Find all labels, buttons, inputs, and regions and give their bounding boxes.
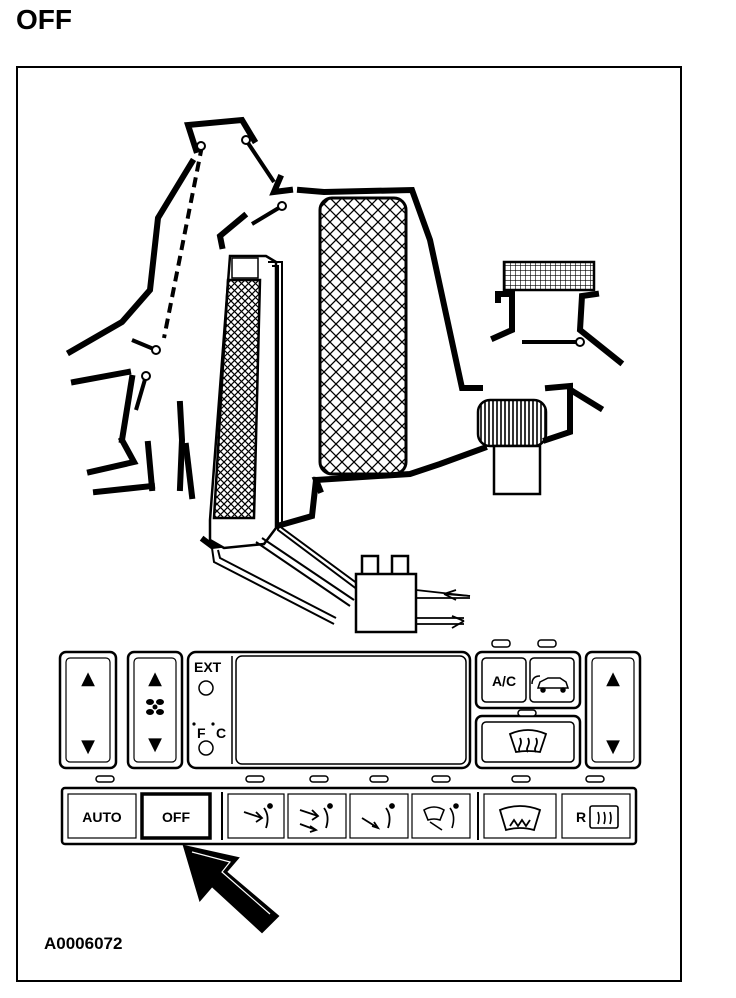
off-button[interactable] <box>140 792 212 840</box>
recirculation-button[interactable] <box>529 657 575 703</box>
defrost-button[interactable] <box>483 793 557 839</box>
ext-indicator <box>198 680 214 696</box>
panel-floor-vent-icon <box>299 803 333 833</box>
fan-speed-up-button[interactable]: ▲ <box>148 668 162 689</box>
max-defrost-icon <box>508 729 548 754</box>
celsius-label: C <box>216 725 226 741</box>
rear-defrost-label: R <box>576 809 586 825</box>
floor-mode-button[interactable] <box>349 793 409 839</box>
recirculation-grille <box>502 260 596 292</box>
recirculation-car-icon <box>531 675 570 693</box>
passenger-temp-up-button[interactable]: ▲ <box>606 668 620 689</box>
temp-unit-indicator <box>198 740 214 756</box>
hvac-plenum <box>65 116 625 550</box>
auto-button-label: AUTO <box>82 809 122 825</box>
auto-button[interactable] <box>67 793 137 839</box>
water-valve <box>354 554 418 634</box>
reference-id: A0006072 <box>44 934 123 953</box>
coolant-tubes <box>211 261 359 625</box>
blower-motor <box>476 398 548 496</box>
fan-speed-down-button[interactable]: ▼ <box>148 734 162 755</box>
display-panel: EXT F C <box>186 650 472 770</box>
flow-arrows <box>415 589 471 629</box>
fahrenheit-label: F <box>197 725 206 741</box>
max-defrost-button[interactable] <box>481 721 575 763</box>
ac-button[interactable]: A/C <box>492 673 516 689</box>
evaporator-core <box>318 196 408 476</box>
panel-vent-icon <box>243 803 273 829</box>
panel-mode-button[interactable] <box>227 793 285 839</box>
passenger-temp-down-button[interactable]: ▼ <box>606 736 620 757</box>
defrost-door-linkage <box>162 145 204 339</box>
diagram-frame <box>16 66 682 982</box>
windshield-defrost-icon <box>498 805 542 832</box>
fan-speed-control: ▲ ▼ <box>126 650 184 770</box>
floor-vent-icon <box>361 803 395 830</box>
driver-temp-up-button[interactable]: ▲ <box>81 668 95 689</box>
driver-temp-down-button[interactable]: ▼ <box>81 736 95 757</box>
panel-floor-mode-button[interactable] <box>287 793 347 839</box>
floor-defrost-mode-button[interactable] <box>411 793 471 839</box>
door-pivots <box>141 135 585 381</box>
fan-icon <box>146 699 164 715</box>
pointer-arrow <box>182 844 280 934</box>
mode-button-strip: AUTO OFF <box>60 786 638 846</box>
driver-temp-control: ▲ ▼ <box>58 650 118 770</box>
passenger-temp-control: ▲ ▼ <box>584 650 642 770</box>
indicator-leds <box>95 775 605 783</box>
page-title: OFF <box>16 4 72 35</box>
climate-control-panel: ▲ ▼ ▲ ▼ EXT F C <box>58 639 642 846</box>
ac-recirc-group: A/C <box>474 639 582 770</box>
rear-defrost-icon <box>589 805 619 829</box>
rear-defrost-button[interactable] <box>561 793 631 839</box>
floor-defrost-icon <box>423 803 459 831</box>
off-button-label: OFF <box>162 809 190 825</box>
ext-button[interactable]: EXT <box>194 659 222 675</box>
heater-core <box>208 254 278 550</box>
